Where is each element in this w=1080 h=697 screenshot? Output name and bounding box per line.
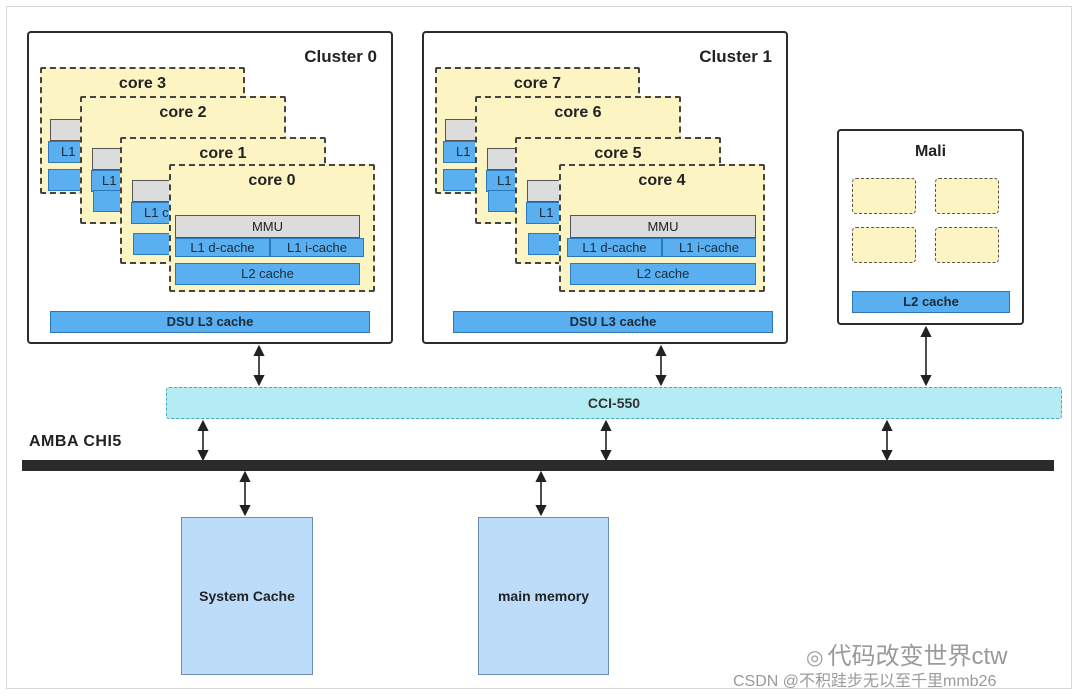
cci-label: CCI-550 [587, 395, 641, 411]
core-title: core 0 [248, 172, 296, 189]
l1-cache-stub: L1 [486, 170, 517, 192]
l1-label: L1 [456, 144, 471, 159]
l1-label: L1 c [144, 205, 169, 220]
diagram-frame [6, 6, 1072, 689]
dsu-l3-label: DSU L3 cache [569, 314, 657, 329]
watermark-logo: ◎代码改变世界ctw [806, 636, 1007, 671]
l1-label: L1 [497, 173, 512, 188]
core-title: core 6 [554, 104, 602, 121]
core-title: core 4 [638, 172, 686, 189]
cci-550-interconnect: CCI-550 [166, 387, 1062, 419]
cluster-title: Cluster 1 [699, 47, 772, 66]
system-cache: System Cache [181, 517, 313, 675]
cluster-title: Cluster 0 [304, 47, 377, 66]
l1-cache-stub: L1 [526, 202, 565, 224]
l1-cache-stub: L1 [91, 170, 122, 192]
mmu-label: MMU [251, 219, 284, 234]
l1-label: L1 [102, 173, 117, 188]
mali-l2-cache: L2 cache [852, 291, 1010, 313]
dsu-l3-cache: DSU L3 cache [50, 311, 370, 333]
l1-d-cache-label: L1 d-cache [190, 240, 255, 255]
watermark-line1: 代码改变世界ctw [827, 643, 1008, 670]
l1-label: L1 [539, 205, 554, 220]
l2-cache-label: L2 cache [241, 266, 294, 281]
l1-d-cache-label: L1 d-cache [582, 240, 647, 255]
core-title: core 1 [199, 145, 247, 162]
mmu-label: MMU [647, 219, 679, 234]
main-memory-label: main memory [497, 588, 590, 604]
mali-l2-label: L2 cache [903, 294, 959, 309]
core-title: core 3 [118, 75, 167, 92]
l1-d-cache: L1 d-cache [567, 238, 662, 257]
watermark-csdn: CSDN @不积跬步无以至千里mmb26 [733, 673, 997, 690]
core-title: core 7 [513, 75, 562, 92]
amba-chi5-bus [22, 460, 1054, 471]
mali-shader-core [852, 227, 916, 263]
core-title: core 2 [159, 104, 207, 121]
mali-shader-core [935, 178, 999, 214]
main-memory: main memory [478, 517, 609, 675]
mali-shader-core [852, 178, 916, 214]
system-cache-label: System Cache [199, 588, 295, 604]
wechat-icon: ◎ [806, 647, 824, 669]
l1-cache-stub: L1 c [131, 202, 170, 224]
l1-i-cache-label: L1 i-cache [287, 240, 347, 255]
l1-cache-stub: L1 [443, 141, 477, 163]
l1-i-cache-label: L1 i-cache [679, 240, 739, 255]
mmu-block: MMU [175, 215, 360, 238]
dsu-l3-label: DSU L3 cache [166, 314, 254, 329]
l1-label: L1 [61, 144, 76, 159]
l1-cache-stub: L1 [48, 141, 82, 163]
mmu-block: MMU [570, 215, 756, 238]
mali-title: Mali [914, 143, 947, 160]
mali-shader-core [935, 227, 999, 263]
bus-label: AMBA CHI5 [29, 433, 122, 450]
l2-cache: L2 cache [175, 263, 360, 285]
l2-cache-label: L2 cache [636, 266, 690, 281]
l1-d-cache: L1 d-cache [175, 238, 270, 257]
l1-i-cache: L1 i-cache [270, 238, 364, 257]
dsu-l3-cache: DSU L3 cache [453, 311, 773, 333]
core-title: core 5 [594, 145, 642, 162]
l2-cache: L2 cache [570, 263, 756, 285]
l1-i-cache: L1 i-cache [662, 238, 756, 257]
